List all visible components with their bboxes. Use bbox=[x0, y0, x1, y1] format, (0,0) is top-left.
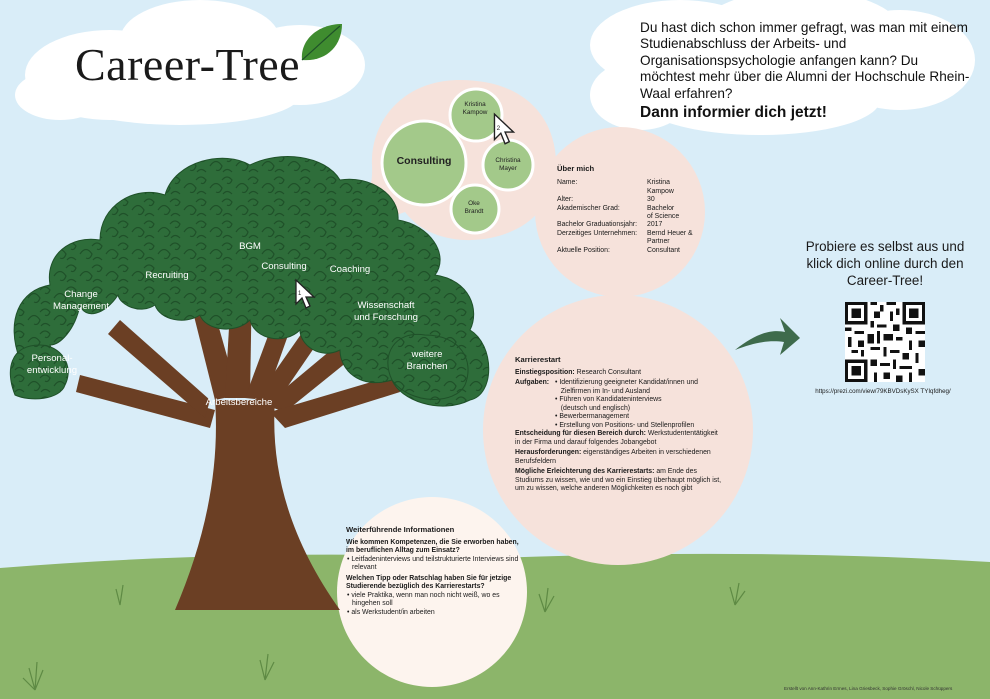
info-question-1: Wie kommen Kompetenzen, die Sie erworben… bbox=[346, 538, 519, 555]
branch-consulting[interactable]: Consulting bbox=[261, 261, 307, 272]
bubble-kampow bbox=[448, 87, 504, 143]
tree-crown bbox=[9, 156, 490, 407]
cloud-right bbox=[590, 0, 975, 135]
profile-row: Aktuelle Position:Consultant bbox=[557, 246, 680, 254]
career-decision: Entscheidung für diesen Bereich durch: W… bbox=[515, 430, 718, 446]
branch-change-management[interactable]: Change Management bbox=[53, 289, 109, 312]
branch-coaching[interactable]: Coaching bbox=[329, 264, 371, 275]
info-answer: • viele Praktika, wenn man noch nicht we… bbox=[347, 591, 500, 608]
task-item: • Erstellung von Positions- und Stellenp… bbox=[555, 421, 695, 429]
info-circle bbox=[337, 497, 527, 687]
try-it-text: Probiere es selbst aus und klick dich on… bbox=[805, 239, 965, 288]
info-question-2: Welchen Tipp oder Ratschlag haben Sie fü… bbox=[346, 574, 512, 591]
bubble-mayer-label[interactable]: Christina Mayer bbox=[495, 157, 521, 172]
profile-row: Derzeitiges Unternehmen:Bernd Heuer & Pa… bbox=[557, 229, 693, 246]
intro-text: Du hast dich schon immer gefragt, was ma… bbox=[640, 20, 970, 121]
task-item: • Bewerbermanagement bbox=[555, 413, 630, 420]
intro-cta: Dann informier dich jetzt! bbox=[640, 104, 827, 122]
bubble-consulting-label[interactable]: Consulting bbox=[396, 155, 452, 167]
info-panel: Weiterführende Informationen Wie kommen … bbox=[346, 525, 526, 619]
profile-row: Bachelor Graduationsjahr:2017 bbox=[557, 221, 663, 229]
career-tasks: Aufgaben: • Identifizierung geeigneter K… bbox=[515, 379, 699, 429]
arrow-icon bbox=[735, 318, 800, 355]
profile-circle bbox=[535, 127, 705, 297]
profile-row: Akademischer Grad:Bachelor of Science bbox=[557, 204, 680, 221]
prezi-link[interactable]: https://prezi.com/view/79KBVDsKySX TYIqf… bbox=[815, 388, 951, 395]
task-item: • Führen von Kandidateninterviews (deuts… bbox=[555, 396, 662, 412]
intro-question: Du hast dich schon immer gefragt, was ma… bbox=[640, 20, 970, 101]
cursor-number-2: 2 bbox=[497, 125, 501, 132]
branch-bgm[interactable]: BGM bbox=[239, 241, 261, 252]
profile-heading: Über mich bbox=[557, 164, 595, 173]
career-circle bbox=[483, 295, 753, 565]
career-heading: Karrierestart bbox=[515, 355, 561, 364]
branch-weitere-branchen[interactable]: weitere Branchen bbox=[406, 349, 448, 372]
branch-recruiting[interactable]: Recruiting bbox=[145, 270, 189, 281]
grass-tufts bbox=[22, 582, 746, 691]
branch-personalentwicklung[interactable]: Personal- entwicklung bbox=[26, 353, 78, 376]
cloud-left bbox=[15, 0, 365, 125]
cursor-icon-2: 2 bbox=[493, 112, 516, 145]
career-ease: Mögliche Erleichterung des Karrierestart… bbox=[515, 468, 722, 492]
cursor-number-1: 1 bbox=[298, 291, 302, 297]
leaf-icon bbox=[301, 24, 342, 61]
bubble-brandt bbox=[449, 183, 501, 235]
bubble-brandt-label[interactable]: Oke Brandt bbox=[464, 200, 484, 215]
trunk-label: Arbeitsbereiche bbox=[205, 397, 273, 408]
career-panel: Karrierestart Einstiegsposition: Researc… bbox=[515, 355, 725, 496]
task-item: • Identifizierung geeigneter Kandidat/in… bbox=[555, 379, 699, 395]
career-position: Einstiegsposition: Research Consultant bbox=[515, 368, 642, 376]
profile-row: Alter:30 bbox=[557, 196, 655, 204]
profile-row: Name:Kristina Kampow bbox=[557, 179, 674, 195]
career-challenges: Herausforderungen: eigenständiges Arbeit… bbox=[515, 449, 711, 465]
profile-panel: Über mich Name:Kristina Kampow Alter:30 … bbox=[557, 164, 707, 255]
bubble-consulting bbox=[380, 119, 468, 207]
info-answer: • Leitfadeninterviews und teilstrukturie… bbox=[347, 555, 519, 572]
page-title: Career-Tree bbox=[75, 39, 301, 90]
cursor-icon: 1 bbox=[295, 278, 316, 309]
branch-wissenschaft[interactable]: Wissenschaft und Forschung bbox=[354, 300, 418, 323]
footer-credits: Erstellt von Ann-Kathrin Ermes, Lina Gri… bbox=[784, 686, 953, 691]
qr-code-icon[interactable] bbox=[845, 302, 925, 382]
info-answer: • als Werkstudent/in arbeiten bbox=[347, 608, 435, 616]
bubble-kampow-label[interactable]: Kristina Kampow bbox=[462, 101, 488, 116]
consulting-bubbles bbox=[380, 87, 535, 235]
info-heading: Weiterführende Informationen bbox=[346, 525, 455, 534]
